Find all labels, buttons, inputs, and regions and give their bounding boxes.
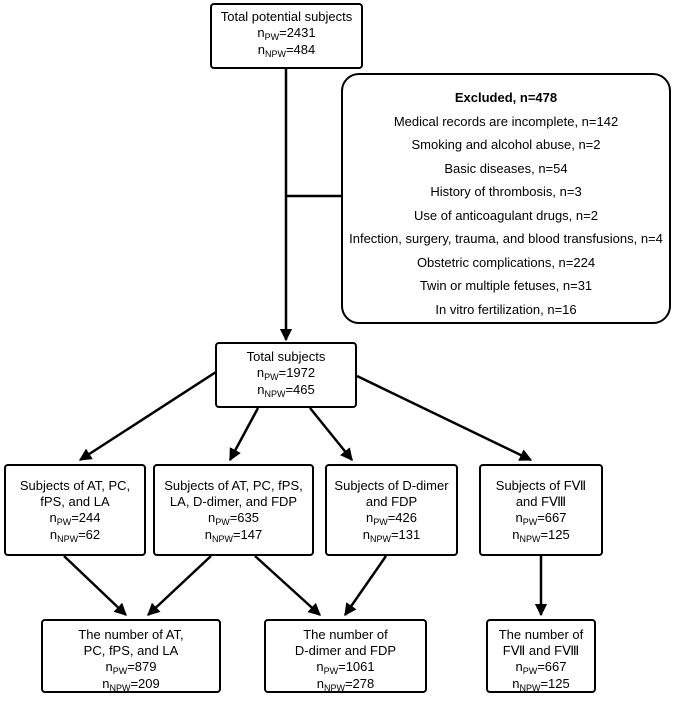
- excluded-item: Basic diseases, n=54: [444, 160, 568, 176]
- group-box-at-pc-fps-la: Subjects of AT, PC, fPS, and LA nPW=244 …: [4, 464, 146, 556]
- arrow-total-to-group3: [309, 407, 353, 461]
- n-pw: nPW=244: [49, 510, 101, 527]
- arrow-total-to-group1: [78, 370, 217, 462]
- group-title-line: LA, D-dimer, and FDP: [169, 494, 298, 509]
- group-title-line: Subjects of AT, PC, fPS,: [164, 478, 303, 493]
- excluded-box: Excluded, n=478 Medical records are inco…: [341, 73, 671, 324]
- n-npw: nNPW=209: [102, 676, 160, 693]
- result-box-at-pc-fps-la: The number of AT, PC, fPS, and LA nPW=87…: [41, 619, 221, 693]
- excluded-item: History of thrombosis, n=3: [430, 184, 582, 199]
- n-pw: nPW=2431: [257, 25, 316, 42]
- n-npw: nNPW=147: [204, 527, 263, 544]
- group-box-at-pc-fps-la-ddimer-fdp: Subjects of AT, PC, fPS, LA, D-dimer, an…: [153, 464, 314, 556]
- n-pw: nPW=879: [105, 659, 157, 676]
- total-subjects-box: Total subjects nPW=1972 nNPW=465: [215, 342, 357, 408]
- group-box-fvii-fviii: Subjects of FⅦ and FⅧ nPW=667 nNPW=125: [479, 464, 603, 556]
- result-title-line: FⅦ and FⅧ: [502, 643, 580, 658]
- total-subjects-title: Total subjects: [246, 349, 326, 364]
- arrow-group1-to-result1: [63, 555, 127, 616]
- n-npw: nNPW=465: [257, 382, 315, 399]
- result-box-fvii-fviii: The number of FⅦ and FⅧ nPW=667 nNPW=125: [486, 619, 596, 693]
- excluded-title: Excluded, n=478: [454, 90, 558, 105]
- n-npw: nNPW=278: [316, 676, 375, 693]
- n-npw: nNPW=131: [362, 527, 421, 544]
- group-title-line: Subjects of FⅦ: [495, 478, 587, 493]
- n-npw: nNPW=484: [257, 42, 316, 59]
- result-title-line: The number of: [498, 627, 584, 642]
- group-title-line: Subjects of AT, PC,: [19, 478, 131, 493]
- excluded-item: Twin or multiple fetuses, n=31: [419, 278, 593, 293]
- n-pw: nPW=667: [515, 510, 567, 527]
- arrow-group3-to-result2: [343, 555, 388, 617]
- n-pw: nPW=667: [515, 659, 567, 676]
- result-box-ddimer-fdp: The number of D-dimer and FDP nPW=1061 n…: [264, 619, 427, 693]
- excluded-item: Infection, surgery, trauma, and blood tr…: [349, 231, 663, 246]
- group-title-line: and FⅧ: [515, 494, 567, 509]
- arrow-total-to-group4: [356, 374, 533, 462]
- n-pw: nPW=1061: [316, 659, 375, 676]
- arrow-group2-to-result2: [254, 555, 321, 616]
- arrow-total-to-group2: [228, 407, 260, 462]
- arrow-group2-to-result1: [147, 555, 212, 616]
- result-title-line: The number of: [303, 627, 388, 642]
- n-pw: nPW=426: [365, 510, 418, 527]
- result-title-line: The number of AT,: [78, 627, 184, 642]
- total-potential-subjects-title: Total potential subjects: [220, 9, 353, 24]
- n-npw: nNPW=62: [49, 527, 101, 544]
- n-pw: nPW=635: [207, 510, 260, 527]
- excluded-item: Obstetric complications, n=224: [416, 254, 596, 270]
- n-pw: nPW=1972: [256, 365, 316, 382]
- excluded-item: In vitro fertilization, n=16: [435, 301, 577, 317]
- group-title-line: fPS, and LA: [40, 494, 110, 509]
- excluded-item: Use of anticoagulant drugs, n=2: [414, 207, 598, 223]
- group-title-line: and FDP: [365, 494, 418, 509]
- result-title-line: PC, fPS, and LA: [83, 643, 179, 658]
- n-npw: nNPW=125: [512, 676, 570, 693]
- total-potential-subjects-box: Total potential subjects nPW=2431 nNPW=4…: [210, 3, 363, 69]
- excluded-item: Medical records are incomplete, n=142: [393, 113, 619, 129]
- group-box-ddimer-fdp: Subjects of D-dimer and FDP nPW=426 nNPW…: [325, 464, 458, 556]
- n-npw: nNPW=125: [512, 527, 570, 544]
- excluded-item: Smoking and alcohol abuse, n=2: [411, 137, 601, 152]
- result-title-line: D-dimer and FDP: [294, 643, 397, 658]
- group-title-line: Subjects of D-dimer: [334, 478, 449, 493]
